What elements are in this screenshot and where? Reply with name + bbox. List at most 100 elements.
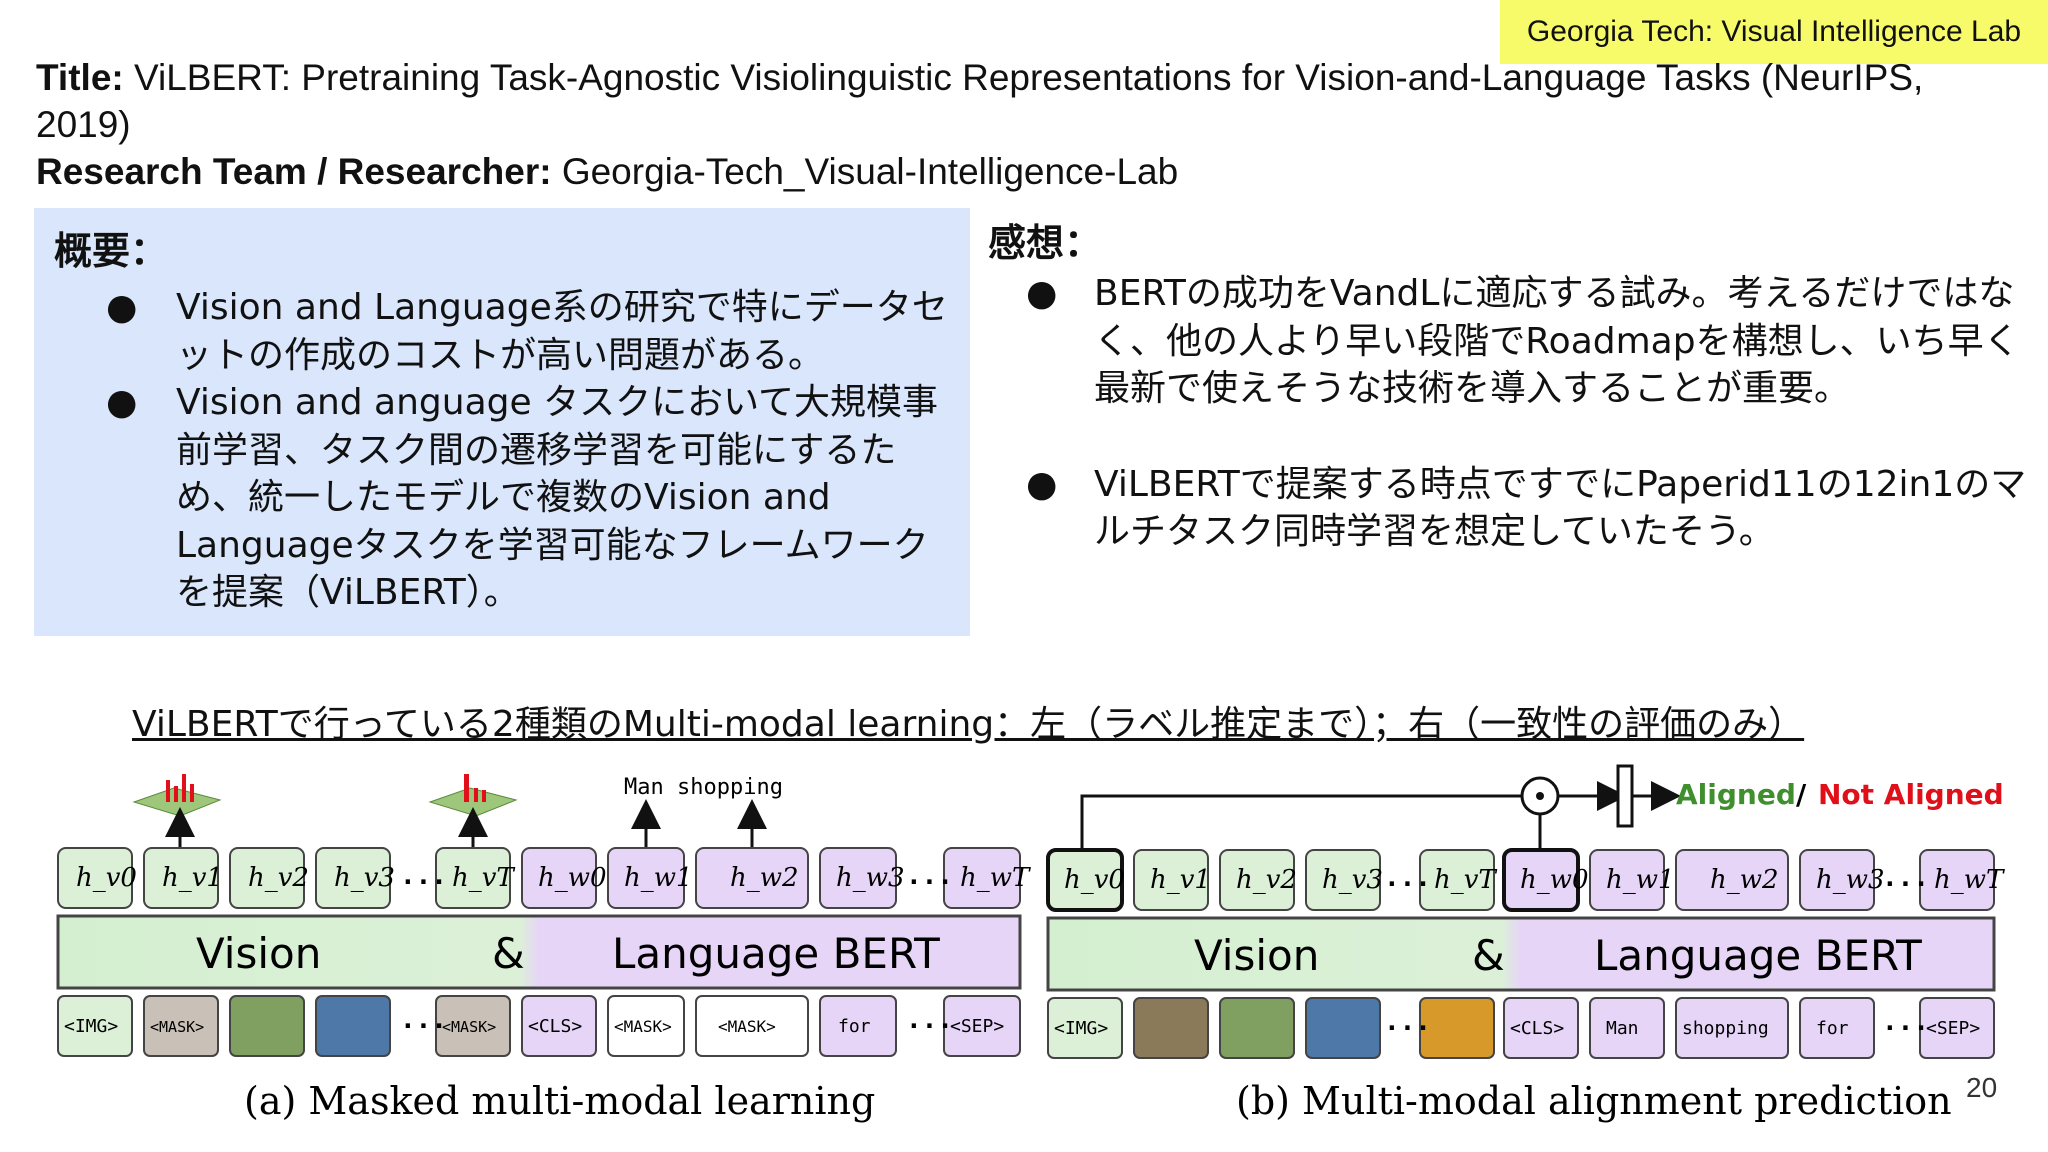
summary-bullet: ● Vision and Language系の研究で特にデータセットの作成のコスト… [54,284,950,379]
bert-language-label: Language BERT [1594,931,1922,980]
panel-a-label: (a) Masked multi-modal learning [244,1079,875,1123]
bert-amp-label: & [492,929,525,978]
svg-text:<IMG>: <IMG> [64,1016,118,1037]
hidden-state-box: h_w2 [1675,849,1789,911]
ellipsis: ... [400,1005,447,1035]
svg-text:for: for [1816,1018,1849,1039]
heatmap-icon [428,774,518,817]
svg-text:h_v3: h_v3 [334,863,395,893]
token-box: <IMG> [1047,997,1123,1059]
svg-text:h_w3: h_w3 [1816,865,1885,895]
ellipsis: ... [906,1005,953,1035]
masked-image-token: <MASK> [143,995,219,1057]
slash-label: / [1796,778,1807,811]
masked-word-token: <MASK> [695,995,809,1057]
hidden-state-box: h_v3 [1305,849,1383,911]
hidden-state-box: h_v3 [315,847,395,909]
impression-heading: 感想： [988,221,1103,265]
slide-header: Title: ViLBERT: Pretraining Task-Agnosti… [36,54,1976,195]
image-region-thumbnail [1133,997,1209,1059]
not-aligned-label: Not Aligned [1818,778,2004,811]
svg-text:<MASK>: <MASK> [614,1017,672,1036]
hidden-state-box: h_vT [435,847,515,909]
summary-heading: 概要： [54,229,169,273]
ellipsis: ... [906,861,953,891]
predicted-words: Man shopping [624,775,783,800]
hidden-state-box: h_v2 [1219,849,1297,911]
svg-text:h_vT: h_vT [1434,865,1497,895]
team-line: Research Team / Researcher: Georgia-Tech… [36,148,1976,195]
image-region-thumbnail [229,995,305,1057]
svg-text:h_wT: h_wT [960,863,1031,893]
token-box: <IMG> [57,995,133,1057]
token-box: Man [1589,997,1665,1059]
cls-path [1080,794,1524,850]
hidden-state-box: h_wT [943,847,1031,909]
title-label: Title: [36,57,124,98]
svg-text:<SEP>: <SEP> [950,1016,1004,1037]
token-box: shopping [1675,997,1789,1059]
svg-text:h_v0: h_v0 [1064,865,1125,895]
ellipsis: ... [1882,863,1929,893]
hidden-state-box: h_v1 [1133,849,1211,911]
hidden-state-box: h_w3 [1799,849,1885,911]
svg-text:Man: Man [1606,1018,1639,1039]
hidden-state-box: h_vT [1419,849,1497,911]
summary-bullet: ●Vision and anguage タスクにおいて大規模事前学習、タスク間の… [54,379,950,617]
svg-text:<CLS>: <CLS> [528,1016,582,1037]
impression-list: ●BERTの成功をVandLに適応する試み。考えるだけではなく、他の人より早い段… [988,270,2040,556]
hidden-state-box: h_wT [1919,849,2005,911]
ellipsis: ... [1384,1007,1431,1037]
bert-bar [56,914,1022,990]
bullet-dot-icon: ● [1026,463,1058,505]
token-box: <SEP> [943,995,1021,1057]
summary-bullet-text: Vision and anguage タスクにおいて大規模事前学習、タスク間の遷… [176,382,939,613]
bert-vision-label: Vision [1194,931,1319,980]
svg-text:<MASK>: <MASK> [442,1018,496,1036]
svg-text:h_w1: h_w1 [1606,865,1675,895]
svg-text:<SEP>: <SEP> [1926,1018,1980,1039]
vilbert-figure: Man shopping h_v0 h_v1 h_v2 h_v3 h_vT h_… [56,764,2005,1123]
bullet-dot-icon: ● [106,287,138,328]
hidden-state-box: h_w0 [1502,848,1589,912]
image-region-thumbnail [1219,997,1295,1059]
hidden-state-box: h_w2 [695,847,809,909]
svg-text:h_v1: h_v1 [162,863,223,893]
bert-amp-label: & [1472,931,1505,980]
svg-text:<MASK>: <MASK> [718,1017,776,1036]
impression-bullet: ● ViLBERTで提案する時点ですでにPaperid11の12in1のマルチタス… [988,461,2040,556]
figure-caption: ViLBERTで行っている2種類のMulti-modal learning：左（… [132,704,1805,745]
impression-bullet-text: ViLBERTで提案する時点ですでにPaperid11の12in1のマルチタスク… [1094,463,2027,553]
team-text: Georgia-Tech_Visual-Intelligence-Lab [561,151,1179,192]
token-box: <CLS> [521,995,597,1057]
token-box: for [819,995,897,1057]
token-box: <SEP> [1919,997,1995,1059]
svg-text:shopping: shopping [1682,1018,1769,1039]
aligned-label: Aligned [1676,778,1796,811]
hidden-state-box: h_w0 [521,847,607,909]
title-line: Title: ViLBERT: Pretraining Task-Agnosti… [36,54,1976,148]
bert-bar [1046,916,1996,992]
image-region-thumbnail [315,995,391,1057]
hidden-state-box: h_w3 [819,847,905,909]
svg-text:<IMG>: <IMG> [1054,1018,1108,1039]
hidden-state-box: h_w1 [1589,849,1675,911]
svg-text:h_w0: h_w0 [1520,865,1589,895]
bert-vision-label: Vision [196,929,321,978]
bert-language-label: Language BERT [612,929,940,978]
svg-text:h_w0: h_w0 [538,863,607,893]
svg-text:h_w2: h_w2 [1710,865,1779,895]
panel-b-label: (b) Multi-modal alignment prediction [1236,1079,1952,1123]
hidden-state-box: h_v2 [229,847,309,909]
svg-text:h_w3: h_w3 [836,863,905,893]
summary-list: ● Vision and Language系の研究で特にデータセットの作成のコスト… [54,284,950,617]
dot-product-center [1536,792,1544,800]
summary-bullet-text: Vision and Language系の研究で特にデータセットの作成のコストが… [176,287,948,376]
image-region-thumbnail [1305,997,1381,1059]
ellipsis: ... [1882,1007,1929,1037]
classifier-icon [1616,764,1634,828]
svg-text:h_v2: h_v2 [1236,865,1297,895]
svg-text:h_w2: h_w2 [730,863,799,893]
impression-section: 感想： ●BERTの成功をVandLに適応する試み。考えるだけではなく、他の人よ… [988,218,2040,556]
svg-text:for: for [838,1016,871,1037]
